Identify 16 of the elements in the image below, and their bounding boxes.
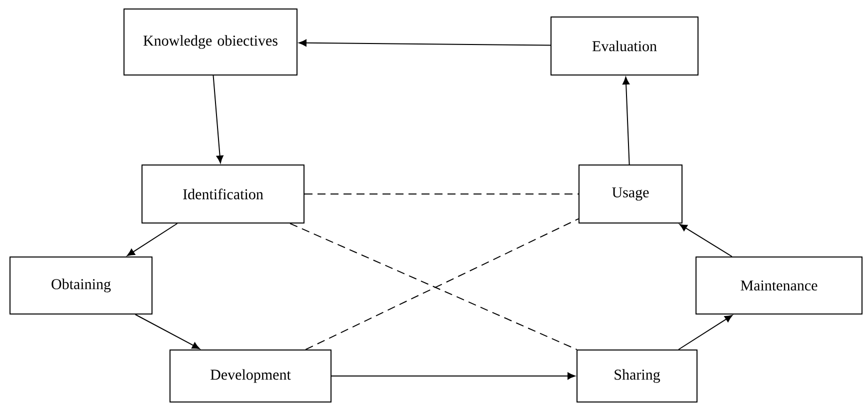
arrow bbox=[298, 39, 551, 46]
process-box: Identification bbox=[142, 164, 304, 224]
arrow bbox=[126, 223, 178, 256]
arrow bbox=[678, 314, 733, 350]
arrow bbox=[622, 76, 630, 165]
arrow bbox=[679, 224, 732, 257]
process-box: Knowledge obiectives bbox=[124, 8, 298, 76]
process-box: Usage bbox=[578, 164, 682, 224]
arrow bbox=[212, 75, 224, 164]
process-box: Obtaining bbox=[10, 256, 152, 314]
arrow bbox=[134, 314, 200, 350]
process-box: Maintenance bbox=[696, 256, 862, 314]
process-box: Development bbox=[170, 350, 332, 402]
arrow bbox=[331, 372, 576, 380]
process-box: Sharing bbox=[576, 350, 698, 402]
process-box: Evaluation bbox=[550, 16, 698, 76]
